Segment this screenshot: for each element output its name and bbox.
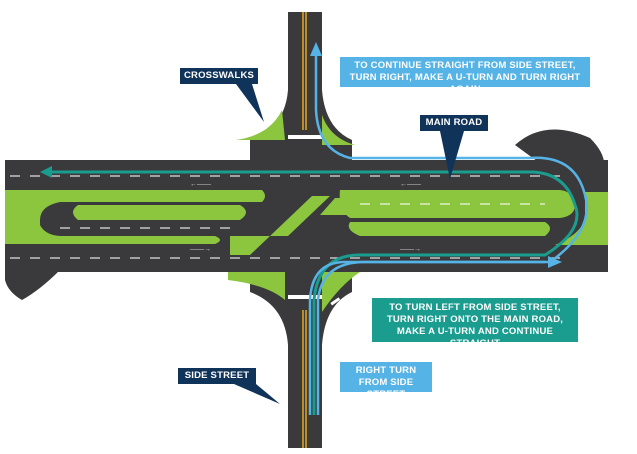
arrow-left-icon — [40, 166, 52, 178]
lane-markings — [10, 175, 560, 259]
arrow-right-icon — [548, 256, 562, 268]
center-line — [302, 12, 307, 448]
side-street-asphalt — [250, 12, 352, 160]
continue-straight-callout: TO CONTINUE STRAIGHT FROM SIDE STREET, T… — [340, 57, 590, 95]
median-west-inner — [73, 205, 246, 220]
median-north-right — [322, 115, 355, 145]
route-left-turn — [50, 170, 579, 415]
route-u-turn-up — [308, 55, 589, 415]
side-street-pointer — [234, 384, 280, 404]
road-arrows: ←—— ←—— ——→ ——→ — [190, 181, 421, 253]
crosswalks-label: CROSSWALKS — [180, 68, 258, 84]
turn-left-callout: TO TURN LEFT FROM SIDE STREET, TURN RIGH… — [372, 298, 578, 349]
median-north-left — [236, 110, 285, 140]
median-center-left — [230, 236, 270, 255]
crosswalk-stripes — [257, 121, 341, 306]
median-east-strip — [339, 190, 575, 218]
main-road-label: MAIN ROAD — [420, 115, 488, 131]
median-west-strip — [5, 190, 265, 244]
crosswalks-pointer — [236, 84, 264, 122]
side-street-south-asphalt — [250, 272, 352, 448]
main-road-pointer — [440, 131, 464, 179]
median-east-lower — [348, 222, 550, 236]
svg-text:←——: ←—— — [190, 181, 211, 188]
svg-text:——→: ——→ — [190, 246, 211, 253]
median-center-right — [320, 198, 350, 215]
svg-text:←——: ←—— — [400, 181, 421, 188]
u-turn-bulb — [515, 129, 605, 178]
median-south-left — [228, 272, 285, 300]
svg-text:——→: ——→ — [400, 246, 421, 253]
median-east-right — [555, 192, 608, 245]
left-flare — [5, 270, 60, 300]
side-street-label: SIDE STREET — [178, 368, 256, 384]
median-south-right — [322, 272, 360, 312]
median-center-diagonal — [270, 196, 330, 236]
right-turn-callout: RIGHT TURN FROM SIDE STREET — [340, 362, 432, 400]
arrow-up-icon — [310, 42, 322, 56]
